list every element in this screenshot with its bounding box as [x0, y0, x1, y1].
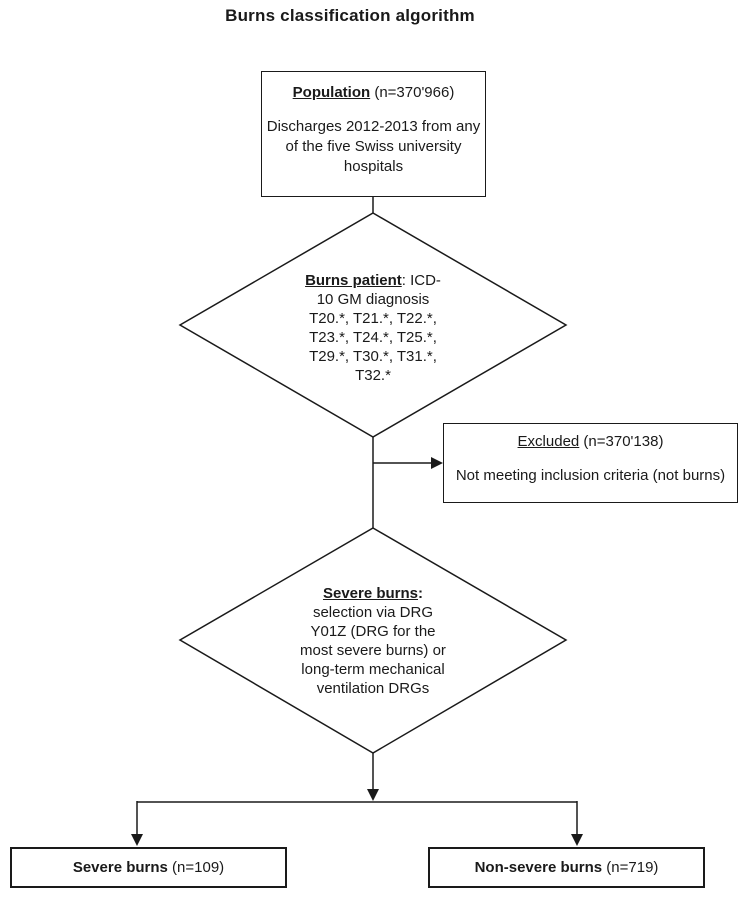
- severe-diamond-line: most severe burns) or: [300, 642, 446, 659]
- arrowhead-split: [367, 789, 379, 801]
- severe-diamond-heading: Severe burns:: [258, 584, 488, 603]
- population-body-line: hospitals: [343, 158, 404, 175]
- burns-diamond-heading: Burns patient: ICD-: [258, 271, 488, 290]
- non-severe-burns-result-count: (n=719): [602, 858, 659, 876]
- burns-patient-diamond: [178, 212, 568, 438]
- burns-diamond-line: T23.*, T24.*, T25.*,: [309, 329, 437, 346]
- severe-diamond-title-suffix: :: [418, 585, 424, 602]
- severe-diamond-line: long-term mechanical: [301, 661, 445, 678]
- excluded-body: Not meeting inclusion criteria (not burn…: [455, 467, 726, 484]
- burns-diamond-line: T29.*, T30.*, T31.*,: [309, 348, 437, 365]
- burns-diamond-line: T32.*: [355, 367, 391, 384]
- severe-diamond-line: ventilation DRGs: [316, 680, 430, 697]
- burns-diamond-line: T20.*, T21.*, T22.*,: [309, 310, 437, 327]
- severe-burns-result-label: Severe burns (n=109): [73, 858, 224, 878]
- arrowhead-excluded: [431, 457, 443, 469]
- excluded-heading: Excluded (n=370'138): [444, 432, 737, 452]
- severe-burns-result-box: Severe burns (n=109): [10, 847, 287, 888]
- severe-burns-diamond-text: Severe burns: selection via DRG Y01Z (DR…: [258, 584, 488, 698]
- spacer: [262, 103, 485, 117]
- spacer: [444, 452, 737, 466]
- excluded-box: Excluded (n=370'138) Not meeting inclusi…: [443, 423, 738, 503]
- burns-diamond-title: Burns patient: [305, 272, 402, 289]
- severe-diamond-line: selection via DRG: [312, 604, 434, 621]
- population-heading: Population (n=370'966): [262, 83, 485, 103]
- severe-burns-diamond: [178, 527, 568, 754]
- burns-diamond-title-suffix: : ICD-: [401, 272, 441, 289]
- severe-diamond-line: Y01Z (DRG for the: [310, 623, 436, 640]
- arrowhead-non-severe-box: [571, 834, 583, 846]
- population-box: Population (n=370'966) Discharges 2012-2…: [261, 71, 486, 197]
- non-severe-burns-result-label: Non-severe burns (n=719): [475, 858, 659, 878]
- non-severe-burns-result-title: Non-severe burns: [474, 858, 603, 876]
- severe-burns-result-title: Severe burns: [72, 858, 168, 876]
- population-body-line: Discharges 2012-2013 from any: [266, 118, 481, 135]
- excluded-title: Excluded: [517, 433, 580, 450]
- population-count: (n=370'966): [370, 84, 455, 101]
- excluded-count: (n=370'138): [579, 433, 664, 450]
- severe-diamond-title: Severe burns: [322, 585, 419, 602]
- population-body-line: of the five Swiss university: [285, 138, 462, 155]
- non-severe-burns-result-box: Non-severe burns (n=719): [428, 847, 705, 888]
- population-title: Population: [292, 84, 371, 101]
- severe-burns-result-count: (n=109): [167, 858, 225, 876]
- burns-diamond-line: 10 GM diagnosis: [316, 291, 430, 308]
- arrowhead-severe-box: [131, 834, 143, 846]
- page-title: Burns classification algorithm: [225, 6, 475, 25]
- burns-patient-diamond-text: Burns patient: ICD- 10 GM diagnosis T20.…: [258, 271, 488, 385]
